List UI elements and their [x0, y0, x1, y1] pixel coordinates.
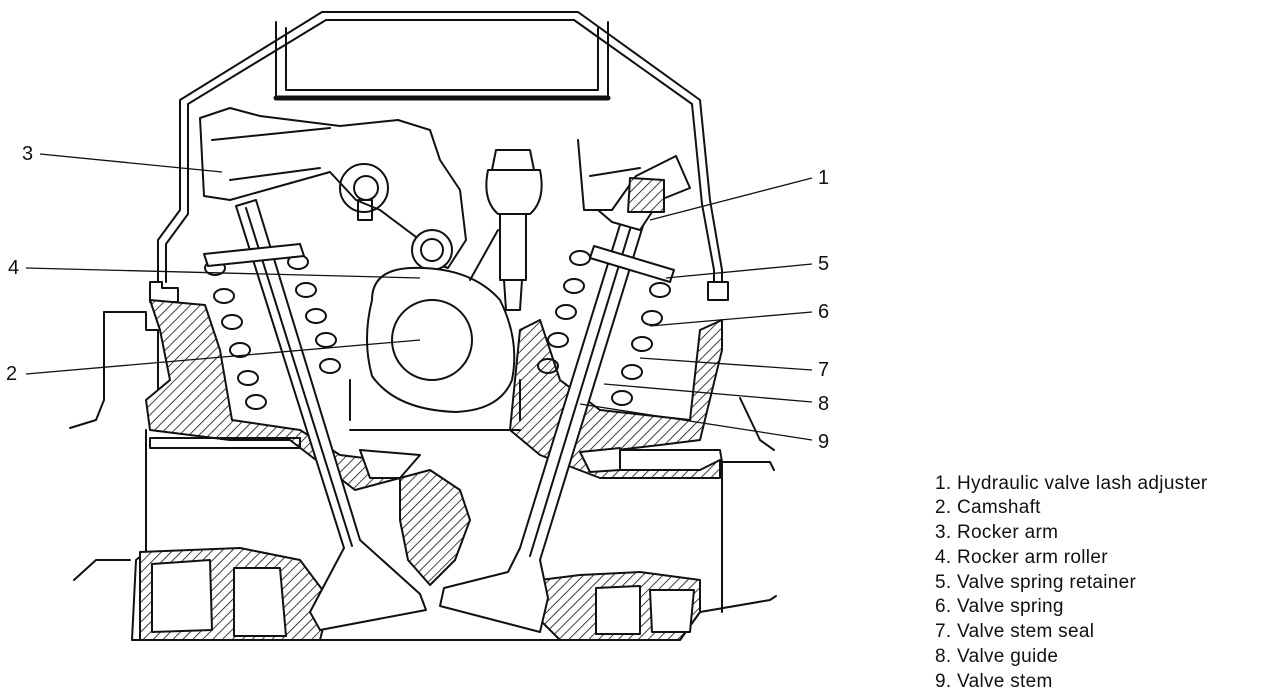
legend-item-4: 4. Rocker arm roller [935, 547, 1108, 568]
leader-line-5 [665, 263, 813, 279]
leader-line-9 [579, 403, 813, 441]
leader-line-8 [603, 383, 813, 403]
leader-line-4 [25, 267, 421, 279]
callout-number-8: 8 [818, 393, 829, 415]
callout-number-2: 2 [6, 363, 17, 385]
cam-cap-bolt [469, 149, 543, 311]
legend-item-9: 9. Valve stem [935, 671, 1053, 692]
intake-exhaust-ports [149, 437, 695, 637]
intake-valve [235, 199, 427, 631]
rocker-arm-pivot [339, 163, 389, 221]
leader-line-1 [649, 177, 813, 221]
parts-legend: 1. Hydraulic valve lash adjuster 2. Cams… [935, 473, 1208, 692]
callout-number-5: 5 [818, 253, 829, 275]
legend-item-6: 6. Valve spring [935, 596, 1064, 617]
valve-spring-retainer-right [589, 245, 675, 283]
rocker-arm-roller [411, 229, 453, 271]
legend-item-7: 7. Valve stem seal [935, 621, 1094, 642]
camshaft [349, 266, 521, 431]
rocker-arm [199, 107, 467, 269]
legend-item-8: 8. Valve guide [935, 646, 1058, 667]
exhaust-valve [439, 185, 655, 633]
callout-number-3: 3 [22, 143, 33, 165]
callout-number-7: 7 [818, 359, 829, 381]
hydraulic-valve-lash-adjuster [577, 139, 691, 231]
leader-line-7 [639, 357, 813, 371]
leader-line-3 [39, 153, 223, 173]
legend-item-3: 3. Rocker arm [935, 522, 1058, 543]
legend-item-2: 2. Camshaft [935, 497, 1041, 518]
callout-number-1: 1 [818, 167, 829, 189]
valve-spring-right [537, 250, 671, 406]
leader-line-2 [25, 339, 421, 375]
leader-line-6 [649, 311, 813, 327]
valve-spring-retainer-left [203, 243, 305, 267]
legend-item-1: 1. Hydraulic valve lash adjuster [935, 473, 1208, 494]
callout-number-6: 6 [818, 301, 829, 323]
callout-number-4: 4 [8, 257, 19, 279]
legend-item-5: 5. Valve spring retainer [935, 572, 1137, 593]
callout-number-9: 9 [818, 431, 829, 453]
